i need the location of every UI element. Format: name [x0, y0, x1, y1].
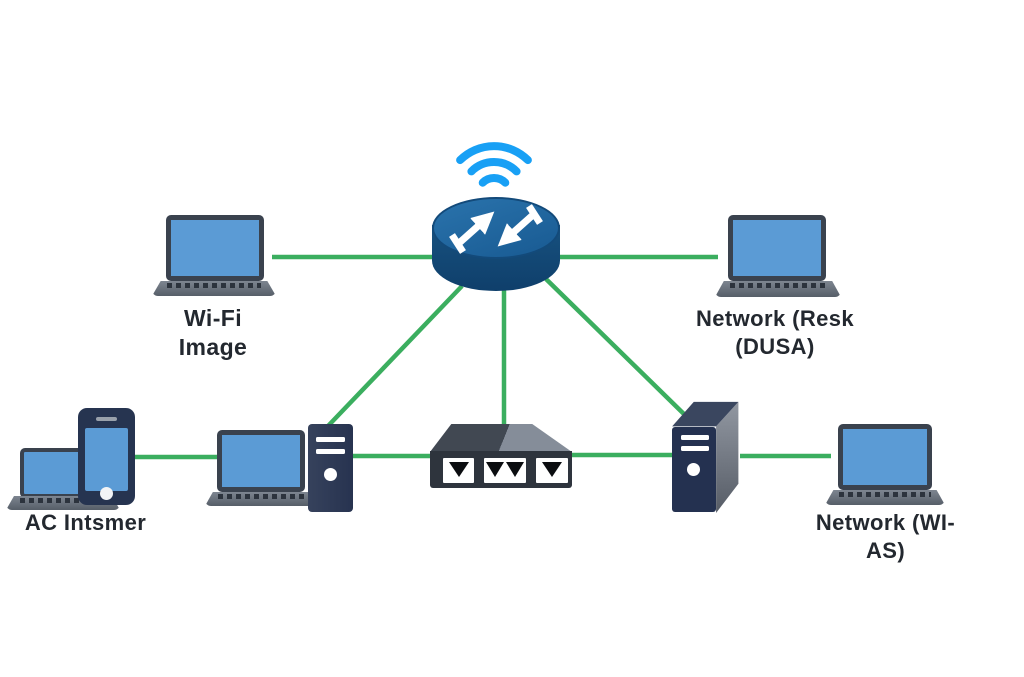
tower-power-button	[324, 468, 337, 481]
laptop-screen	[166, 215, 264, 281]
laptop-screen	[838, 424, 932, 490]
laptop-keyboard-base	[825, 490, 945, 505]
tower-front-face	[672, 427, 716, 512]
router-icon	[432, 197, 560, 293]
edge-router-tower-left	[326, 284, 464, 428]
tower-drive-slot	[681, 435, 709, 440]
laptop-screen	[217, 430, 305, 492]
switch-port	[536, 458, 568, 483]
laptop-keyboard-base	[152, 281, 276, 296]
label-network-resk-dusa: Network (Resk (DUSA)	[695, 306, 855, 359]
tower-power-button	[687, 463, 700, 476]
phone-speaker	[96, 417, 117, 421]
switch-port	[484, 458, 526, 483]
router-arrows-icon	[449, 204, 543, 254]
label-wifi-image: Wi-Fi Image	[178, 305, 248, 360]
laptop-keyboard-base	[205, 492, 317, 506]
desktop-tower-right-icon	[670, 396, 742, 513]
tower-drive-slot	[316, 437, 345, 442]
switch-front-face	[430, 451, 572, 488]
switch-top-face	[430, 424, 572, 452]
wifi-signal-icon	[456, 142, 532, 187]
label-network-wi-as: Network (WI-AS)	[815, 510, 956, 563]
smartphone-icon	[78, 408, 135, 505]
switch-port	[443, 458, 474, 483]
label-ac-intsmer: AC Intsmer	[24, 510, 147, 535]
phone-screen	[85, 428, 128, 491]
desktop-tower-left-icon	[308, 424, 353, 512]
edge-router-tower-right	[544, 277, 690, 420]
laptop-screen	[728, 215, 826, 281]
network-switch-icon	[430, 424, 572, 488]
laptop-keyboard-base	[715, 281, 841, 297]
tower-drive-slot	[316, 449, 345, 454]
tower-drive-slot	[681, 446, 709, 451]
tower-side-face	[716, 401, 739, 513]
phone-home-button	[100, 487, 113, 500]
router-cylinder-top	[432, 197, 560, 259]
